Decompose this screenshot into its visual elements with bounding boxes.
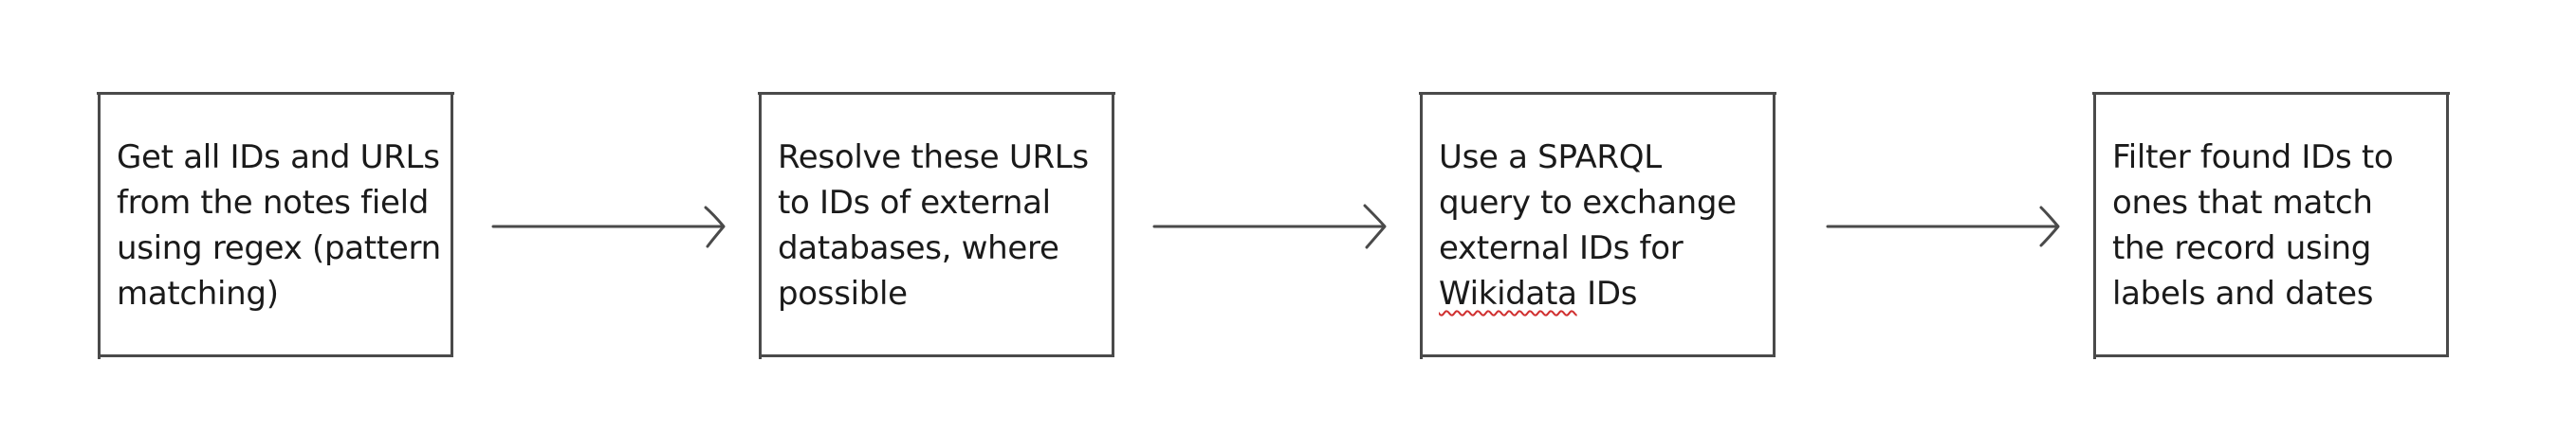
- right-arrow-icon: [1152, 204, 1387, 249]
- right-arrow-icon: [491, 206, 726, 248]
- step-box-2: Resolve these URLs to IDs of external da…: [758, 92, 1115, 359]
- step-box-1: Get all IDs and URLs from the notes fiel…: [97, 92, 454, 359]
- right-arrow-icon: [1826, 206, 2060, 247]
- step-1-text: Get all IDs and URLs from the notes fiel…: [117, 138, 441, 313]
- step-4-text: Filter found IDs to ones that match the …: [2112, 138, 2394, 313]
- arrow-3-to-4: [1826, 205, 2060, 248]
- step-3-spellcheck-word: Wikidata: [1439, 275, 1577, 313]
- step-2-text: Resolve these URLs to IDs of external da…: [778, 138, 1089, 313]
- step-3-text: Use a SPARQL query to exchange external …: [1439, 135, 1763, 316]
- step-box-4: Filter found IDs to ones that match the …: [2092, 92, 2450, 359]
- step-box-3: Use a SPARQL query to exchange external …: [1419, 92, 1776, 359]
- arrow-2-to-3: [1152, 204, 1387, 249]
- step-3-text-after: IDs: [1576, 275, 1638, 313]
- arrow-1-to-2: [491, 205, 726, 248]
- step-3-text-before: Use a SPARQL query to exchange external …: [1439, 138, 1737, 267]
